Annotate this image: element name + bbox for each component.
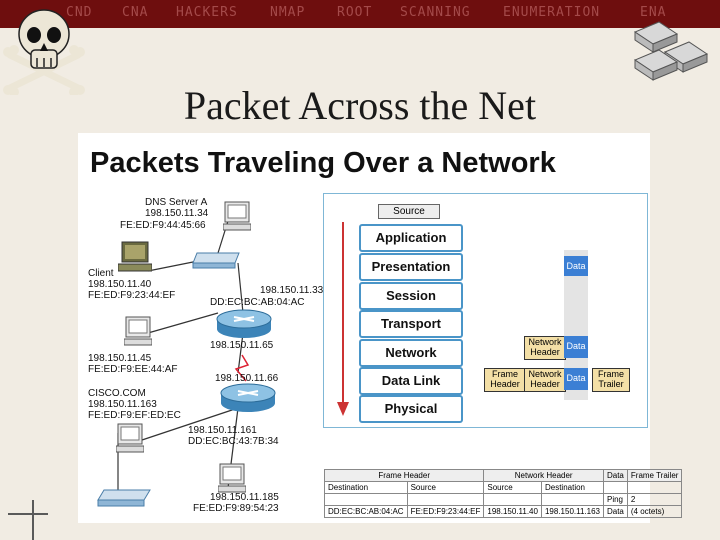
- table-row: Frame Header Network Header Data Frame T…: [323, 469, 683, 482]
- network-header-block-2: Network Header: [524, 368, 566, 392]
- table-cell: FE:ED:F9:23:44:EF: [406, 505, 485, 518]
- frame-table: Frame Header Network Header Data Frame T…: [323, 469, 683, 518]
- data-block-1: Data: [564, 256, 588, 276]
- server-icon: [115, 423, 145, 458]
- router-icon: [216, 309, 272, 344]
- layer-physical: Physical: [359, 395, 463, 423]
- source-label: Source: [378, 204, 440, 219]
- cisco-label-1: CISCO.COM: [88, 388, 146, 399]
- router1-bottom-label: 198.150.11.65: [210, 340, 274, 351]
- client-label-2: 198.150.11.40: [88, 279, 152, 290]
- switch-icon: [96, 488, 152, 515]
- table-cell: [602, 481, 628, 494]
- table-cell: Frame Header: [323, 469, 485, 482]
- client-label-1: Client: [88, 268, 114, 279]
- table-cell: [406, 493, 485, 506]
- table-row: Destination Source Source Destination: [324, 481, 683, 494]
- data-block-2: Data: [564, 336, 588, 358]
- layer-data-link: Data Link: [359, 367, 463, 395]
- table-cell: Source: [483, 481, 542, 494]
- layer-transport: Transport: [359, 310, 463, 338]
- nav-enumeration[interactable]: ENUMERATION: [503, 5, 601, 20]
- table-cell: DD:EC:BC:AB:04:AC: [324, 505, 408, 518]
- table-cell: Ping: [602, 493, 628, 506]
- layer-network: Network: [359, 339, 463, 367]
- router-icon: [220, 383, 276, 418]
- frame-trailer-block: Frame Trailer: [592, 368, 630, 392]
- table-cell: 198.150.11.40: [483, 505, 542, 518]
- network-figure: Packets Traveling Over a Network DNS Ser…: [78, 133, 683, 523]
- nav-nmap[interactable]: NMAP: [270, 5, 306, 20]
- dns-label-1: DNS Server A: [145, 197, 208, 208]
- router2-label-2: DD:EC:BC:43:7B:34: [188, 436, 279, 447]
- table-cell: Destination: [324, 481, 408, 494]
- frame-header-block: Frame Header: [484, 368, 526, 392]
- table-cell: Destination: [540, 481, 604, 494]
- hub-icon: [191, 251, 241, 276]
- network-header-block-1: Network Header: [524, 336, 566, 360]
- corner-cross-mark: [8, 513, 48, 515]
- figure-title: Packets Traveling Over a Network: [90, 147, 556, 179]
- table-cell: [626, 481, 683, 494]
- table-cell: 198.150.11.163: [540, 505, 604, 518]
- table-cell: Network Header: [483, 469, 604, 482]
- nav-ena[interactable]: ENA: [640, 5, 667, 20]
- keyboard-keys-icon: [633, 21, 709, 81]
- table-cell: 2: [626, 493, 683, 506]
- pc3-label-1: 198.150.11.45: [88, 353, 152, 364]
- client-label-3: FE:ED:F9:23:44:EF: [88, 290, 176, 301]
- pc4-label-2: FE:ED:F9:89:54:23: [193, 503, 279, 514]
- layer-session: Session: [359, 282, 463, 310]
- router1-label-1: 198.150.11.33: [260, 285, 324, 296]
- nav-cnd[interactable]: CND: [66, 5, 93, 20]
- table-cell: Frame Trailer: [626, 469, 683, 482]
- table-cell: Data: [602, 505, 628, 518]
- table-row: DD:EC:BC:AB:04:AC FE:ED:F9:23:44:EF 198.…: [324, 505, 683, 518]
- workstation-icon: [123, 316, 153, 351]
- slide-title: Packet Across the Net: [183, 83, 537, 128]
- skull-crossbones-icon: [3, 9, 85, 95]
- table-cell: (4 octets): [626, 505, 683, 518]
- dns-label-3: FE:ED:F9:44:45:66: [120, 220, 206, 231]
- nav-cna[interactable]: CNA: [122, 5, 149, 20]
- table-cell: [324, 493, 408, 506]
- table-row: Ping 2: [324, 493, 683, 506]
- dns-server-icon: [222, 201, 252, 236]
- cisco-label-3: FE:ED:F9:EF:ED:EC: [88, 410, 181, 421]
- table-cell: [483, 493, 542, 506]
- workstation-icon: [217, 463, 247, 498]
- network-links: [117, 220, 250, 493]
- dns-label-2: 198.150.11.34: [145, 208, 209, 219]
- pc4-label-1: 198.150.11.185: [210, 492, 279, 503]
- osi-encapsulation-panel: Source Application Presentation Session …: [323, 193, 648, 428]
- corner-cross-mark-vertical: [32, 500, 34, 540]
- top-nav-bar: CND CNA HACKERS NMAP ROOT SCANNING ENUME…: [0, 0, 720, 28]
- router1-label-2: DD:EC:BC:AB:04:AC: [210, 297, 305, 308]
- down-arrow-icon: [337, 222, 349, 416]
- layer-application: Application: [359, 224, 463, 252]
- data-block-3: Data: [564, 368, 588, 390]
- table-cell: Source: [406, 481, 485, 494]
- nav-root[interactable]: ROOT: [337, 5, 373, 20]
- nav-hackers[interactable]: HACKERS: [176, 5, 238, 20]
- router2-label-1: 198.150.11.161: [188, 425, 257, 436]
- pc3-label-2: FE:ED:F9:EE:44:AF: [88, 364, 178, 375]
- router2-top-label: 198.150.11.66: [215, 373, 279, 384]
- table-cell: Data: [602, 469, 628, 482]
- table-cell: [540, 493, 604, 506]
- cisco-label-2: 198.150.11.163: [88, 399, 157, 410]
- nav-scanning[interactable]: SCANNING: [400, 5, 471, 20]
- layer-presentation: Presentation: [359, 253, 463, 281]
- client-pc-icon: [117, 241, 153, 278]
